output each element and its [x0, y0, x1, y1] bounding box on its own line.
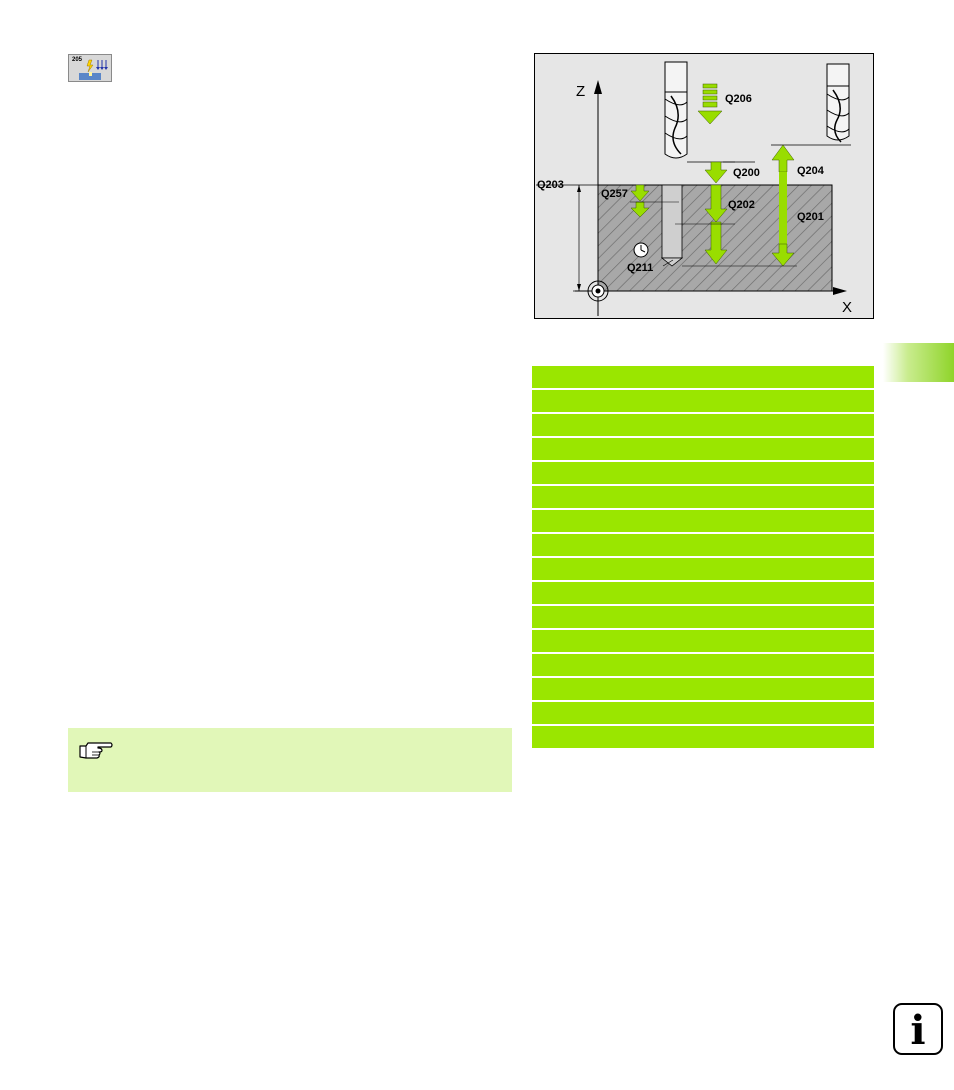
- parameter-row: [532, 606, 874, 628]
- parameter-row: [532, 630, 874, 652]
- parameter-row: [532, 486, 874, 508]
- label-q206: Q206: [725, 93, 752, 105]
- parameter-row: [532, 438, 874, 460]
- label-q202: Q202: [728, 199, 755, 211]
- parameter-row: [532, 678, 874, 700]
- right-tool: [771, 63, 851, 146]
- label-q201: Q201: [797, 211, 824, 223]
- label-q200: Q200: [733, 167, 760, 179]
- parameter-table: [532, 366, 874, 750]
- chapter-tab: [883, 343, 954, 382]
- q200-arrow: [704, 161, 728, 184]
- dwell-clock-icon: [633, 242, 649, 258]
- label-q204: Q204: [797, 165, 825, 177]
- cycle-number: 205: [72, 57, 83, 63]
- parameter-row: [532, 534, 874, 556]
- info-icon: i: [910, 1007, 926, 1054]
- left-tool: [664, 61, 735, 163]
- label-q257: Q257: [601, 188, 628, 200]
- parameter-row: [532, 702, 874, 724]
- label-q203: Q203: [537, 179, 564, 191]
- cycle-diagram: Z X Q203: [534, 53, 874, 319]
- info-button[interactable]: i: [893, 1003, 943, 1055]
- axis-x-label: X: [842, 299, 852, 316]
- cycle-205-icon: 205: [68, 54, 112, 82]
- parameter-row: [532, 582, 874, 604]
- parameter-row: [532, 558, 874, 580]
- cycle-symbol: [79, 59, 108, 80]
- parameter-row: [532, 726, 874, 748]
- origin-symbol: [587, 280, 609, 302]
- q202-arrows: [704, 184, 728, 265]
- q206-feed-arrow: [697, 83, 723, 125]
- parameter-row: [532, 654, 874, 676]
- parameter-row: [532, 414, 874, 436]
- q204-arrow: [771, 144, 795, 267]
- q257-arrows: [630, 184, 650, 218]
- note-box: [68, 728, 512, 792]
- parameter-row: [532, 462, 874, 484]
- drilled-hole: [661, 184, 683, 259]
- axis-z-label: Z: [576, 83, 585, 100]
- parameter-row: [532, 510, 874, 532]
- parameter-row: [532, 366, 874, 388]
- pointing-hand-icon: [79, 742, 113, 759]
- parameter-row: [532, 390, 874, 412]
- label-q211: Q211: [627, 262, 653, 274]
